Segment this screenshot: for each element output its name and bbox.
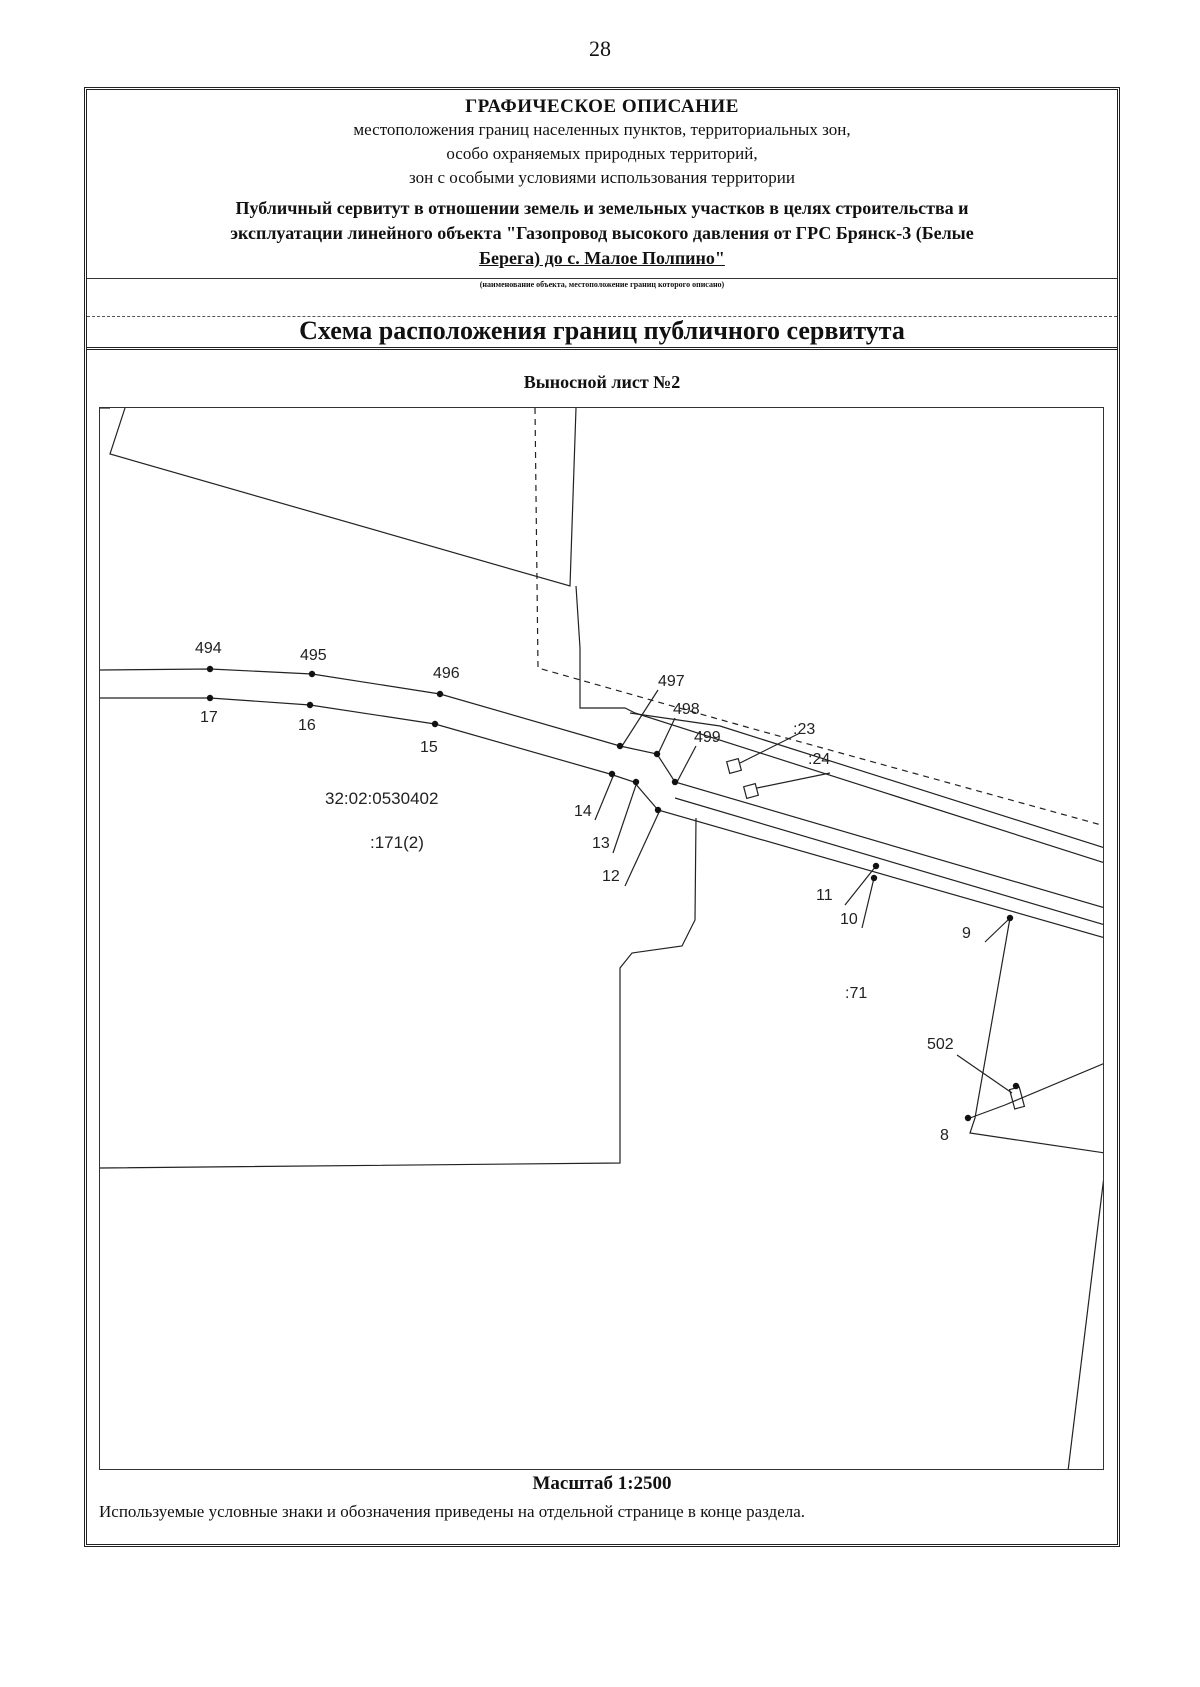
point-13 [632,778,640,786]
subtitle-line-3: зон с особыми условиями использования те… [409,168,795,187]
map-scale: Масштаб 1:2500 [532,1473,672,1494]
label-496: 496 [433,665,460,682]
object-line-3: Берега) до с. Малое Полпино" [479,248,725,268]
parcel-label-171: :171(2) [370,833,424,852]
structure-23 [725,757,743,775]
parcel-boundary-right [1067,1179,1103,1469]
parcel-boundary-step-inner [629,712,1103,848]
map-drawing: 494 495 496 497 498 499 17 16 15 14 13 1… [100,408,1103,1469]
label-16: 16 [298,717,316,734]
map-area: 494 495 496 497 498 499 17 16 15 14 13 1… [99,407,1104,1470]
label-502: 502 [927,1036,954,1053]
point-496 [436,690,444,698]
servitude-bottom-edge [100,697,1103,939]
parcel-label-71: :71 [845,985,867,1002]
object-caption: (наименование объекта, местоположение гр… [479,280,725,289]
leader-10 [861,877,875,929]
leader-12 [624,809,661,887]
point-494 [206,665,214,673]
subtitle-line-2: особо охраняемых природных территорий, [446,144,758,163]
label-498: 498 [673,701,700,718]
leader-502 [956,1054,1013,1094]
parcel-label-24: :24 [808,751,830,768]
structure-24 [742,782,760,800]
sheet-label: Выносной лист №2 [523,372,681,392]
servitude-inner-line [674,797,1103,926]
label-499: 499 [694,729,721,746]
point-14 [608,770,616,778]
leader-499 [676,745,697,783]
label-9: 9 [962,925,971,942]
point-499 [671,778,679,786]
label-12: 12 [602,868,620,885]
leader-14 [594,773,615,821]
point-16 [306,701,314,709]
label-10: 10 [840,911,858,928]
label-13: 13 [592,835,610,852]
object-line-1: Публичный сервитут в отношении земель и … [235,198,969,218]
point-502 [1012,1082,1020,1090]
point-17 [206,694,214,702]
leader-24 [756,772,831,789]
label-497: 497 [658,673,685,690]
header-dashed-divider [87,316,1117,317]
cadastral-quarter-label: 32:02:0530402 [325,789,438,808]
label-494: 494 [195,640,222,657]
leader-11 [844,865,877,906]
header-divider [87,278,1117,279]
leader-497 [621,689,659,747]
servitude-top-edge [100,668,1103,909]
leader-23 [739,732,801,764]
point-11 [872,862,880,870]
leader-498 [657,717,676,755]
parcel-boundary-9-8 [969,917,1103,1154]
dashed-boundary [534,408,1103,827]
leader-13 [612,781,638,854]
document-title: ГРАФИЧЕСКОЕ ОПИСАНИЕ [465,96,739,117]
point-498 [653,750,661,758]
point-15 [431,720,439,728]
parcel-boundary-502 [969,1063,1103,1119]
object-line-2: эксплуатации линейного объекта "Газопров… [230,223,974,243]
parcel-boundary-171 [100,817,697,1169]
label-11: 11 [816,887,833,904]
label-495: 495 [300,647,327,664]
subtitle-line-1: местоположения границ населенных пунктов… [353,120,851,139]
small-structure-502 [1008,1086,1026,1110]
point-495 [308,670,316,678]
label-8: 8 [940,1127,949,1144]
legend-note: Используемые условные знаки и обозначени… [99,1502,806,1521]
document-frame: ГРАФИЧЕСКОЕ ОПИСАНИЕ местоположения гран… [84,87,1120,1547]
parcel-label-23: :23 [793,721,815,738]
point-10 [870,874,878,882]
header-box: ГРАФИЧЕСКОЕ ОПИСАНИЕ местоположения гран… [87,90,1117,350]
scheme-title: Схема расположения границ публичного сер… [299,316,905,345]
label-15: 15 [420,739,438,756]
page-number: 28 [589,36,611,61]
parcel-boundary-top-left [109,408,577,587]
point-8 [964,1114,972,1122]
point-12 [654,806,662,814]
point-9 [1006,914,1014,922]
leader-9 [984,917,1011,943]
label-17: 17 [200,709,218,726]
label-14: 14 [574,803,592,820]
parcel-boundary-step [575,585,1103,863]
point-497 [616,742,624,750]
